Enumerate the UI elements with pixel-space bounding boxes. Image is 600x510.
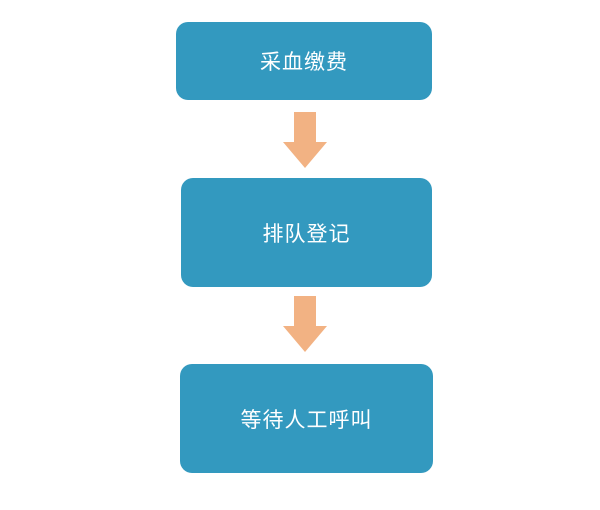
arrow-down-icon bbox=[283, 112, 327, 168]
step-label-3: 等待人工呼叫 bbox=[240, 407, 373, 432]
arrow-down-icon bbox=[283, 296, 327, 352]
arrow-down-icon-shape bbox=[283, 296, 327, 352]
step-box-1: 采血缴费 bbox=[176, 22, 432, 100]
arrow-down-icon-shape bbox=[283, 112, 327, 168]
step-box-2: 排队登记 bbox=[181, 178, 432, 287]
step-label-2: 排队登记 bbox=[262, 221, 351, 246]
step-label-1: 采血缴费 bbox=[260, 50, 348, 74]
step-box-3: 等待人工呼叫 bbox=[180, 364, 433, 473]
